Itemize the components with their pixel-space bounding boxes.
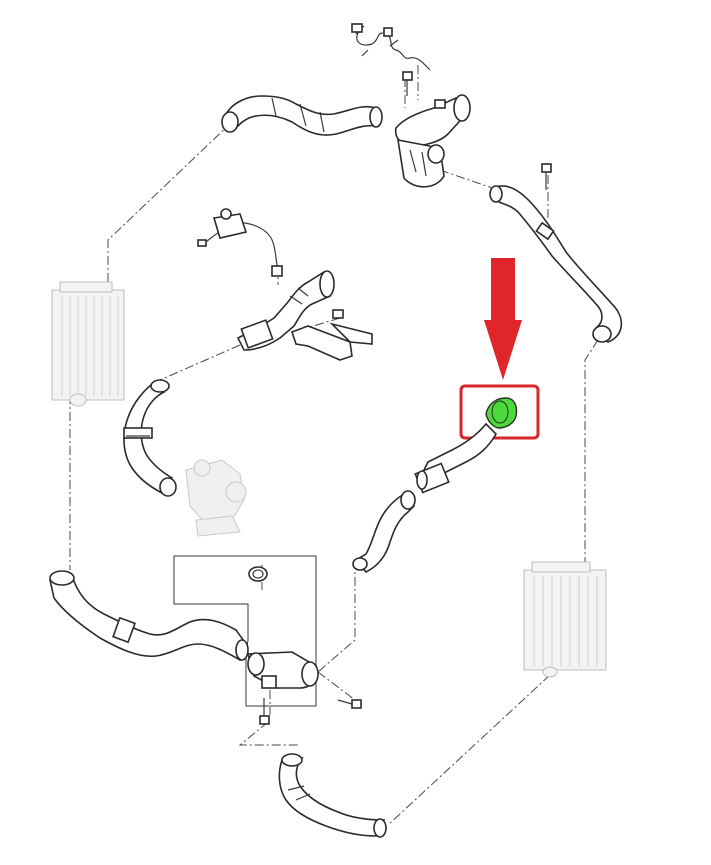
o-ring	[248, 566, 268, 582]
highlighted-elbow-part[interactable]	[485, 397, 518, 429]
callout-frame	[459, 384, 540, 440]
pointer-arrow-shape	[484, 258, 522, 380]
highlighted-part-group[interactable]	[459, 384, 540, 440]
bolt-right-top	[541, 163, 552, 190]
highlighted-elbow-opening	[491, 400, 509, 424]
bolt-top	[402, 71, 413, 96]
leader-lines	[69, 65, 599, 826]
bolt-lower-right	[337, 699, 362, 709]
pipe-center	[236, 270, 335, 351]
outlet-pipe-lower	[246, 651, 319, 689]
turbocharger-ghost	[185, 459, 247, 537]
hose-bottom	[278, 753, 387, 838]
intake-assembly-top	[394, 94, 471, 188]
wiring-harness-top	[351, 23, 431, 71]
hose-lower-left	[49, 570, 249, 662]
pipe-right-middle	[414, 422, 497, 494]
hose-right-long	[489, 185, 623, 343]
hose-left-middle	[123, 379, 177, 497]
bracket-center	[290, 309, 373, 361]
hose-upper-left	[221, 95, 383, 136]
intercooler-left	[51, 281, 125, 407]
wiring-harness-center	[197, 208, 283, 277]
intercooler-right	[523, 561, 607, 678]
down-arrow-icon	[484, 258, 522, 380]
hose-center-lower	[352, 490, 416, 573]
bolt-lower-center	[259, 698, 270, 725]
